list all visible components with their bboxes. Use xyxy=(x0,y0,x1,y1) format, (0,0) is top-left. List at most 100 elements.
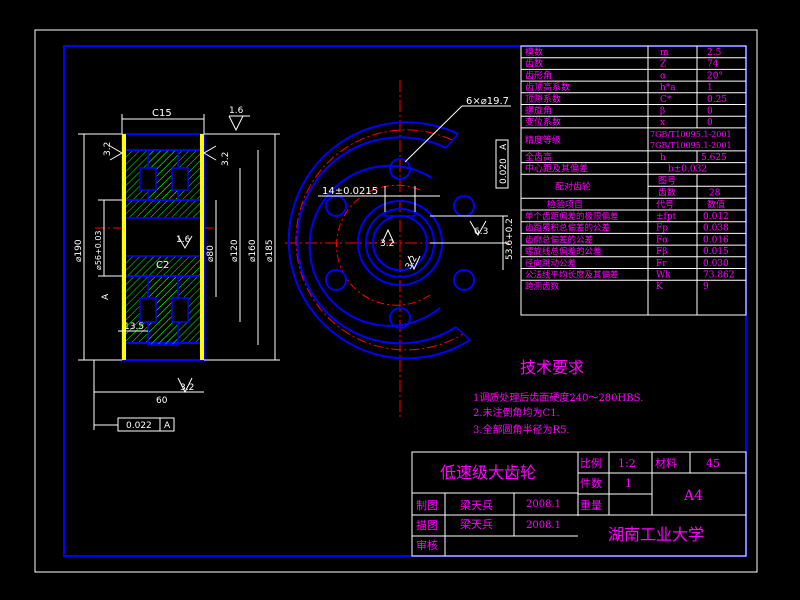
inspect-header-sym: 代号 xyxy=(656,199,674,210)
precision-name: 精度等级 xyxy=(525,134,561,146)
inspect-header-val: 数值 xyxy=(707,198,725,210)
tech-requirements: 技术要求 1调质处理后齿面硬度240～280HBS. 2.未注倒角均为C1. 3… xyxy=(473,358,643,436)
param-sym-1: Z xyxy=(660,60,666,70)
inspect-sym-3: Fβ xyxy=(656,247,667,257)
param-sym-0: m xyxy=(660,48,669,58)
tol-ref-a-2: A xyxy=(499,143,509,150)
front-view: 6×⌀19.7 14±0.0215 53.6+0.2 0.020 A 3.2 3… xyxy=(285,80,515,420)
tooth-height-name: 全齿高 xyxy=(525,151,552,163)
tech-item-2: 2.未注倒角均为C1. xyxy=(473,406,560,419)
tol-ref-a-1: A xyxy=(164,421,171,431)
inspect-name-0: 单个齿距偏差的极限偏差 xyxy=(525,211,619,222)
section-view: C15 1.6 C2 1.6 3.2 3.2 3.2 ⌀190 ⌀56+0.03… xyxy=(74,106,280,432)
param-sym-2: α xyxy=(660,71,666,81)
datum-a: A xyxy=(101,293,111,300)
draw-name: 梁天兵 xyxy=(460,498,493,512)
rough-front-b: 3.2 xyxy=(404,254,420,271)
trace-name: 梁天兵 xyxy=(460,517,493,531)
dim-key: 14±0.0215 xyxy=(322,186,378,197)
param-sym-5: β xyxy=(660,107,665,117)
rough-front-a: 3.2 xyxy=(380,239,394,249)
draw-label: 制图 xyxy=(416,499,438,512)
param-name-0: 模数 xyxy=(525,46,543,58)
param-name-2: 齿形角 xyxy=(525,69,552,81)
inspect-name-5: 公法线平均长度及其偏差 xyxy=(525,270,619,281)
param-val-1: 74 xyxy=(707,60,719,70)
material-label: 材料 xyxy=(655,456,677,470)
param-val-2: 20° xyxy=(707,71,723,81)
param-val-5: 0 xyxy=(707,107,713,117)
inspect-sym-0: ±fpt xyxy=(656,212,677,222)
param-name-1: 齿数 xyxy=(525,58,543,70)
inspect-name-2: 齿廓总偏差的公差 xyxy=(525,234,593,245)
title-block: 低速级大齿轮 比例 1:2 材料 45 件数 1 重量 A4 制图 梁天兵 20… xyxy=(411,451,747,557)
inspect-val-3: 0.015 xyxy=(703,247,729,257)
inspect-sym-6: K xyxy=(656,282,663,292)
dim-d190: ⌀190 xyxy=(74,239,84,262)
dim-d56: ⌀56+0.03 xyxy=(94,230,103,270)
mating-r1-label: 图号 xyxy=(658,175,676,186)
param-sym-6: x xyxy=(660,118,665,128)
inspect-name-3: 螺旋线总偏差的公差 xyxy=(525,246,602,257)
dim-d160: ⌀160 xyxy=(248,239,258,262)
dim-c15: C15 xyxy=(152,108,172,119)
gear-outer xyxy=(287,121,471,360)
review-label: 审核 xyxy=(416,538,438,552)
rough-1-6-a: 1.6 xyxy=(229,106,244,116)
param-name-4: 顶隙系数 xyxy=(525,93,561,105)
param-sym-4: C* xyxy=(660,95,672,105)
inspect-val-4: 0.030 xyxy=(703,259,729,269)
qty-value: 1 xyxy=(625,477,632,490)
dim-d185: ⌀185 xyxy=(265,239,275,262)
inspect-sym-2: Fα xyxy=(656,235,668,245)
param-name-6: 变位系数 xyxy=(525,116,561,128)
draw-date: 2008.1 xyxy=(526,499,561,510)
school-name: 湖南工业大学 xyxy=(608,525,704,544)
param-name-5: 螺旋角 xyxy=(525,105,552,117)
center-dist-name: 中心距及其偏差 xyxy=(525,163,588,175)
tech-title: 技术要求 xyxy=(520,358,584,377)
rough-1-6-b: 1.6 xyxy=(176,235,191,245)
dim-d120: ⌀120 xyxy=(230,239,240,262)
tooth-height-sym: h xyxy=(660,153,666,163)
precision-line1: 7GB/T10095.1-2001 xyxy=(650,130,732,139)
precision-line2: 7GB/T10095.1-2001 xyxy=(650,141,732,150)
dim-c2: C2 xyxy=(156,260,169,271)
inspect-val-0: 0.012 xyxy=(703,212,729,222)
center-dist-val: b±0.032 xyxy=(668,165,707,175)
dim-13-5: 13.5 xyxy=(124,322,144,332)
part-name: 低速级大齿轮 xyxy=(440,463,536,482)
mating-r2-val: 28 xyxy=(709,188,721,198)
rough-3-2-b: 3.2 xyxy=(221,152,231,166)
rough-front-c: 6.3 xyxy=(474,227,488,237)
param-sym-3: h*a xyxy=(660,83,676,93)
param-val-3: 1 xyxy=(707,83,713,93)
param-name-3: 齿顶高系数 xyxy=(525,81,570,93)
param-val-4: 0.25 xyxy=(707,95,727,105)
inspect-name-4: 径向跳动公差 xyxy=(525,258,576,269)
trace-label: 描图 xyxy=(416,518,438,532)
material-value: 45 xyxy=(706,457,720,470)
inspect-val-5: 73.862 xyxy=(703,271,735,281)
inspect-val-6: 9 xyxy=(703,282,709,292)
scale-label: 比例 xyxy=(580,456,602,470)
rough-3-2-c: 3.2 xyxy=(180,383,194,393)
weight-label: 重量 xyxy=(580,498,602,512)
tech-item-1: 1调质处理后齿面硬度240～280HBS. xyxy=(473,391,643,404)
inspect-name-6: 跨测齿数 xyxy=(525,281,560,292)
dim-depth: 53.6+0.2 xyxy=(505,218,515,260)
dim-60: 60 xyxy=(156,396,168,406)
inspect-sym-1: Fp xyxy=(656,224,668,234)
mating-name: 配对齿轮 xyxy=(555,180,591,192)
tol-0-022: 0.022 xyxy=(126,421,152,431)
mating-r2-label: 齿数 xyxy=(658,186,676,198)
inspect-header-name: 检验项目 xyxy=(547,198,583,210)
qty-label: 件数 xyxy=(580,477,602,490)
param-val-6: 0 xyxy=(707,118,713,128)
sheet-size: A4 xyxy=(683,488,703,504)
trace-date: 2008.1 xyxy=(526,520,561,531)
tol-0-020: 0.020 xyxy=(499,158,509,184)
tech-item-3: 3.全部圆角半径为R5. xyxy=(473,423,570,436)
